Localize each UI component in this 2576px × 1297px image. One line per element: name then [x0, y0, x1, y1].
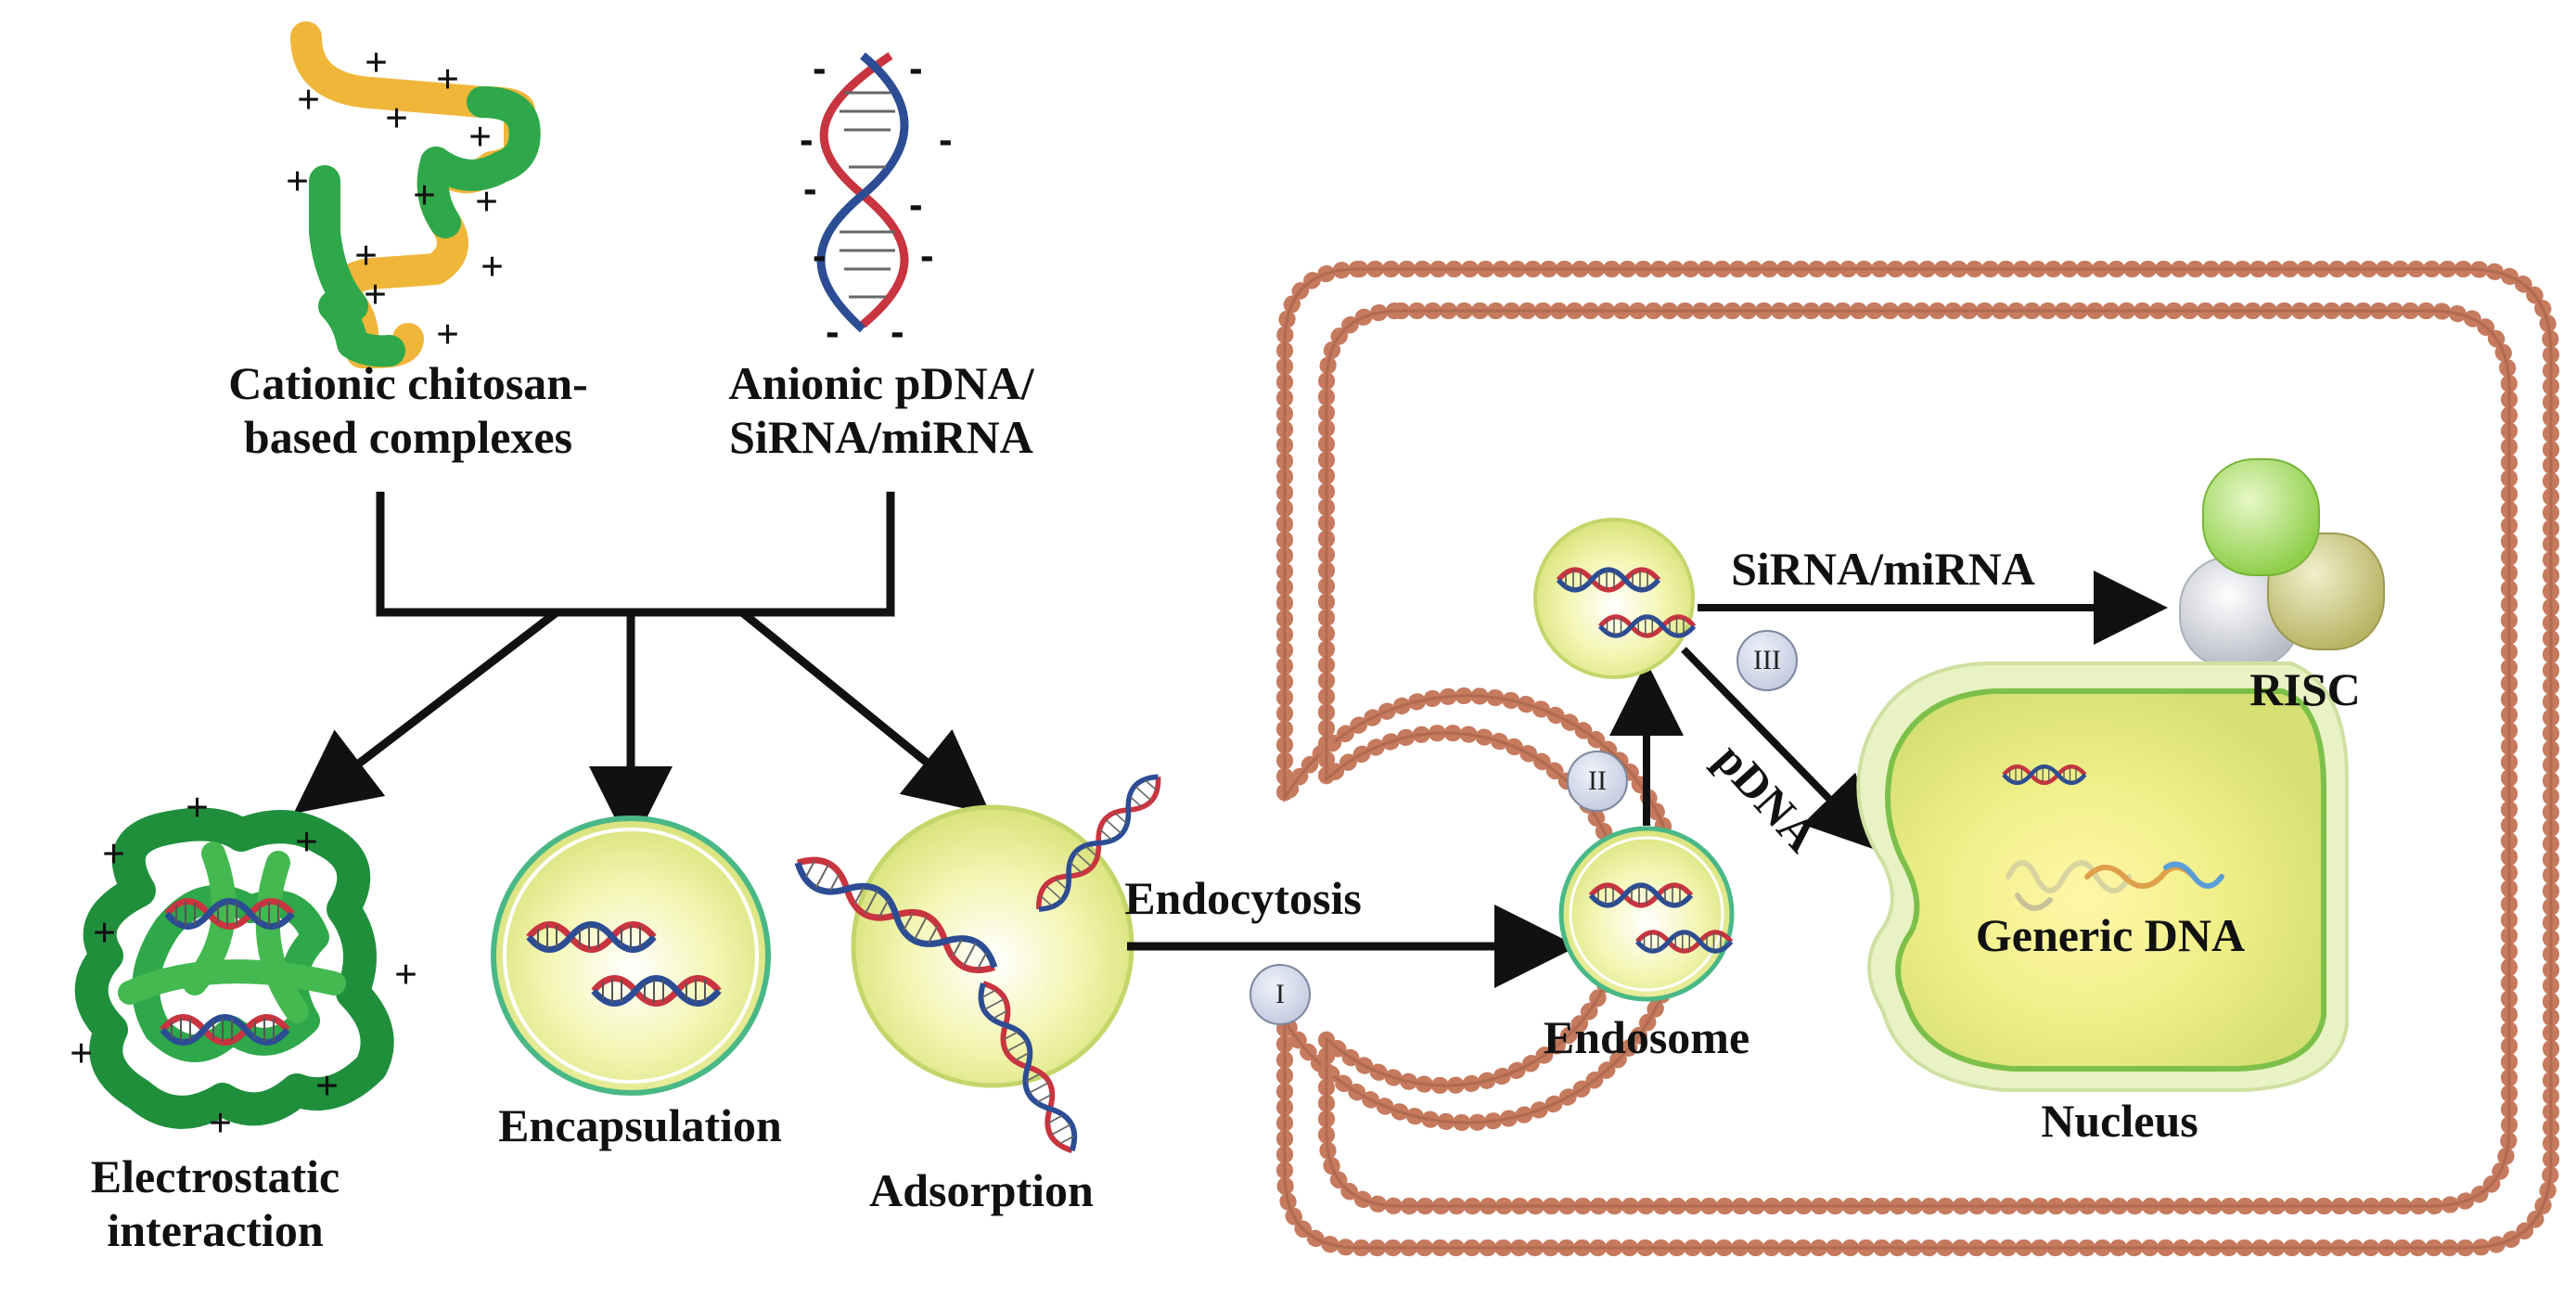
svg-text:-: -: [909, 182, 923, 227]
svg-text:+: +: [295, 819, 318, 865]
adsorption-label: Adsorption: [869, 1164, 1094, 1216]
step-three-badge: III: [1737, 630, 1798, 691]
anionic-label-line2: SiRNA/miRNA: [729, 410, 1033, 463]
nucleus-label: Nucleus: [2041, 1095, 2198, 1147]
electrostatic-label-line2: interaction: [107, 1203, 324, 1256]
svg-text:+: +: [102, 831, 125, 877]
generic-dna-label: Generic DNA: [1975, 909, 2246, 961]
svg-text:+: +: [70, 1031, 93, 1076]
svg-text:+: +: [209, 1100, 232, 1146]
nucleus-icon: [1856, 661, 2349, 1092]
cationic-label-line2: based complexes: [243, 410, 573, 463]
svg-text:+: +: [436, 57, 459, 102]
encapsulation-label: Encapsulation: [498, 1099, 782, 1151]
svg-text:+: +: [394, 952, 417, 997]
svg-text:-: -: [909, 45, 923, 91]
risc-label: RISC: [2249, 663, 2361, 715]
svg-text:+: +: [286, 159, 309, 204]
svg-text:-: -: [813, 45, 827, 91]
distribution-arrows: [293, 609, 991, 850]
endosome-label: Endosome: [1543, 1011, 1750, 1063]
svg-text:-: -: [803, 166, 817, 212]
anionic-label-line1: Anionic pDNA/: [728, 357, 1034, 409]
svg-text:+: +: [364, 272, 387, 317]
combine-bracket: [376, 492, 895, 617]
svg-text:+: +: [315, 1063, 339, 1109]
positive-charges: ++++ ++++ ++++: [286, 40, 504, 357]
anionic-label: Anionic pDNA/ SiRNA/miRNA: [728, 357, 1033, 464]
dna-helix-icon: [816, 52, 909, 333]
svg-text:+: +: [475, 179, 498, 225]
negative-charges: ---- ---- --: [800, 45, 953, 354]
svg-text:+: +: [297, 77, 320, 122]
svg-text:-: -: [813, 233, 827, 278]
electrostatic-label: Electrostatic interaction: [91, 1150, 340, 1257]
vesicle-icon: [1533, 518, 1695, 679]
vesicle-icon: [851, 804, 1134, 1088]
electrostatic-label-line1: Electrostatic: [90, 1150, 340, 1202]
svg-text:-: -: [800, 117, 814, 162]
svg-text:+: +: [481, 244, 504, 289]
positive-charges: + + + + + + + +: [70, 785, 417, 1146]
svg-text:+: +: [385, 96, 408, 141]
chromosome-icon: [2006, 860, 2224, 911]
vesicle-icon: [1558, 826, 1735, 1002]
svg-text:+: +: [186, 785, 209, 830]
pdna-arrow: [1681, 647, 1881, 852]
cationic-label: Cationic chitosan- based complexes: [228, 357, 588, 464]
svg-text:-: -: [920, 233, 934, 278]
cell-membrane-icon: [1276, 261, 2559, 1256]
cationic-label-line1: Cationic chitosan-: [228, 357, 588, 409]
svg-text:+: +: [436, 312, 459, 357]
svg-text:+: +: [354, 233, 378, 278]
step-one-badge: I: [1250, 964, 1311, 1025]
svg-text:+: +: [413, 173, 436, 218]
endocytosis-label: Endocytosis: [1124, 872, 1362, 924]
svg-text:-: -: [891, 309, 904, 354]
svg-text:+: +: [93, 910, 116, 956]
vesicle-icon: [491, 815, 771, 1096]
step-two-badge: II: [1567, 751, 1628, 812]
svg-text:+: +: [365, 40, 388, 85]
risc-complex-icon: [2179, 458, 2385, 669]
sirna-path-label: SiRNA/miRNA: [1731, 543, 2035, 595]
chitosan-polymer-icon: [290, 21, 541, 368]
svg-text:-: -: [939, 117, 953, 162]
svg-text:-: -: [826, 309, 839, 354]
svg-text:+: +: [468, 114, 492, 160]
